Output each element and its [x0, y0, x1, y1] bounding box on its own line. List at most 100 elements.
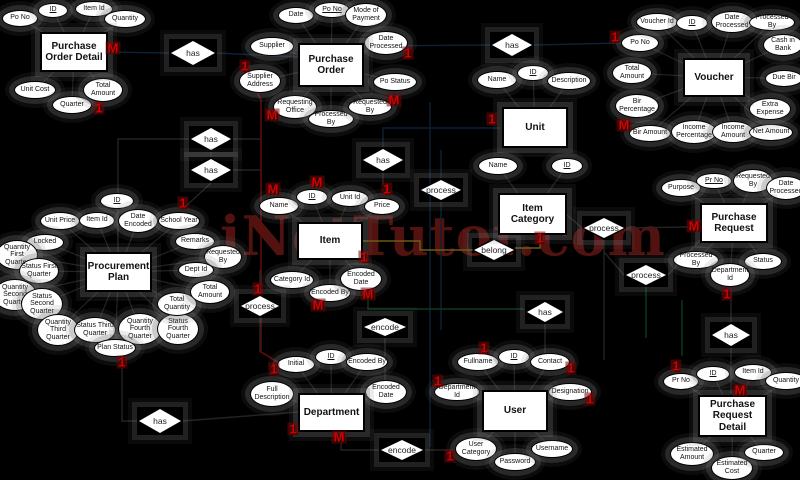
cardinality-label: 1 — [721, 286, 733, 302]
relationship-label: has — [204, 165, 218, 175]
cardinality-label: 1 — [287, 421, 299, 437]
attribute-voucher-po-no: Po No — [621, 34, 659, 52]
relationship-label: has — [538, 307, 552, 317]
attribute-purchase-order-requested-by: Requested By — [348, 98, 392, 116]
attribute-department-full-description: Full Description — [250, 381, 294, 407]
attribute-voucher-due-bir: Due Bir — [765, 69, 800, 87]
attribute-voucher-voucher-id: Voucher Id — [636, 13, 678, 31]
relationship-has-3: has — [189, 157, 233, 183]
attribute-purchase-order-detail-unit-cost: Unit Cost — [14, 81, 56, 99]
relationship-has-1: has — [490, 32, 534, 58]
relationship-encode-14: encode — [379, 438, 425, 462]
cardinality-label: 1 — [478, 340, 490, 356]
attribute-purchase-order-po-status: Po Status — [373, 73, 417, 91]
cardinality-label: M — [105, 40, 121, 56]
diamond-fill — [712, 324, 750, 346]
attribute-procurement-plan-dept-id: Dept Id — [178, 262, 214, 278]
attribute-purchase-order-date: Date — [278, 6, 314, 24]
attribute-procurement-plan-status-fourth-quarter: Status Fourth Quarter — [157, 313, 199, 345]
relationship-label: has — [186, 48, 200, 58]
relationship-label: process — [631, 270, 661, 280]
attribute-voucher-id: ID — [676, 15, 708, 31]
attribute-purchase-order-supplier-address: Supplier Address — [239, 69, 281, 93]
attribute-purchase-request-department-id: Department Id — [710, 263, 750, 287]
cardinality-label: 1 — [609, 29, 621, 45]
cardinality-label: 1 — [534, 230, 546, 246]
attribute-procurement-plan-id: ID — [100, 193, 134, 209]
attribute-purchase-request-detail-quantity: Quantity — [765, 372, 800, 390]
relationship-label: process — [589, 223, 619, 233]
attribute-purchase-order-detail-id: ID — [38, 2, 68, 18]
attribute-purchase-order-detail-quantity: Quantity — [104, 10, 146, 28]
relationship-has-11: has — [525, 300, 565, 324]
cardinality-label: M — [309, 174, 325, 190]
relationship-process-8: process — [239, 294, 281, 318]
attribute-purchase-request-detail-quarter: Quarter — [744, 443, 784, 461]
diamond-fill — [626, 265, 666, 285]
attribute-item-category-id: ID — [551, 158, 583, 174]
entity-unit: Unit — [502, 107, 568, 148]
relationship-label: process — [426, 185, 456, 195]
attribute-purchase-request-detail-id: ID — [696, 366, 730, 382]
cardinality-label: M — [264, 107, 280, 123]
relationship-label: encode — [388, 445, 416, 455]
relationship-label: process — [245, 301, 275, 311]
relationship-label: has — [204, 134, 218, 144]
relationship-label: belong — [481, 245, 507, 255]
entity-item: Item — [297, 222, 363, 260]
cardinality-label: M — [686, 218, 702, 234]
attribute-voucher-bir-amount: Bir Amount — [629, 124, 671, 142]
attribute-procurement-plan-total-quantity: Total Quantity — [157, 292, 197, 316]
attribute-purchase-order-detail-item-id: Item Id — [75, 1, 113, 17]
cardinality-label: M — [310, 297, 326, 313]
attribute-voucher-net-amount: Net Amount — [749, 123, 793, 141]
cardinality-label: 1 — [252, 281, 264, 297]
attribute-purchase-order-detail-po-no: Po No — [2, 9, 38, 27]
entity-voucher: Voucher — [683, 58, 745, 97]
attribute-purchase-request-detail-estimated-cost: Estimated Cost — [711, 456, 753, 480]
attribute-procurement-plan-date-encoded: Date Encoded — [118, 209, 158, 233]
entity-department: Department — [298, 393, 365, 432]
relationship-has-2: has — [189, 126, 233, 152]
attribute-voucher-total-amount: Total Amount — [612, 62, 652, 84]
attribute-voucher-income-percentage: Income Percentage — [671, 120, 717, 144]
attribute-voucher-bir-percentage: Bir Percentage — [615, 94, 659, 118]
cardinality-label: 1 — [239, 58, 251, 74]
attribute-item-category-name: Name — [478, 157, 518, 175]
cardinality-label: 1 — [116, 354, 128, 370]
attribute-user-user-category: User Category — [455, 437, 497, 461]
entity-purchase-request: Purchase Request — [700, 203, 768, 243]
attribute-purchase-order-po-no: Po No — [314, 2, 350, 18]
attribute-voucher-extra-expense: Extra Expense — [749, 98, 791, 120]
cardinality-label: M — [732, 382, 748, 398]
diamond-fill — [191, 159, 231, 181]
entity-item-category: Item Category — [498, 193, 567, 235]
attribute-voucher-processed-by: Processed By — [749, 13, 795, 31]
attribute-user-password: Password — [494, 453, 536, 471]
diamond-fill — [241, 296, 279, 316]
attribute-procurement-plan-status-second-quarter: Status Second Quarter — [21, 288, 63, 320]
attribute-procurement-plan-status-first-quarter: Status First Quarter — [19, 258, 59, 284]
attribute-procurement-plan-unit-price: Unit Price — [40, 212, 80, 230]
relationship-belong-9: belong — [472, 238, 516, 262]
attribute-department-encoded-date: Encoded Date — [365, 380, 407, 404]
attribute-user-id: ID — [498, 349, 530, 365]
diamond-fill — [584, 218, 624, 238]
attribute-purchase-order-date-processed: Date Processed — [364, 31, 408, 55]
attribute-user-fullname: Fullname — [457, 353, 499, 371]
diamond-fill — [363, 149, 403, 171]
attribute-purchase-order-detail-quarter: Quarter — [52, 96, 92, 114]
relationship-has-12: has — [710, 322, 752, 348]
attribute-purchase-request-date-processed: Date Processed — [766, 176, 800, 200]
watermark-text: iNetTutor.com — [220, 204, 666, 268]
attribute-voucher-date-processed: Date Processed — [711, 11, 753, 33]
cardinality-label: 1 — [268, 361, 280, 377]
cardinality-label: M — [386, 92, 402, 108]
attribute-department-id: ID — [315, 349, 347, 365]
cardinality-label: 1 — [93, 100, 105, 116]
attribute-department-encoded-by: Encoded By — [346, 353, 388, 371]
attribute-purchase-request-processed-by: Processed By — [673, 251, 719, 269]
relationship-has-4: has — [361, 147, 405, 173]
cardinality-label: 1 — [486, 111, 498, 127]
